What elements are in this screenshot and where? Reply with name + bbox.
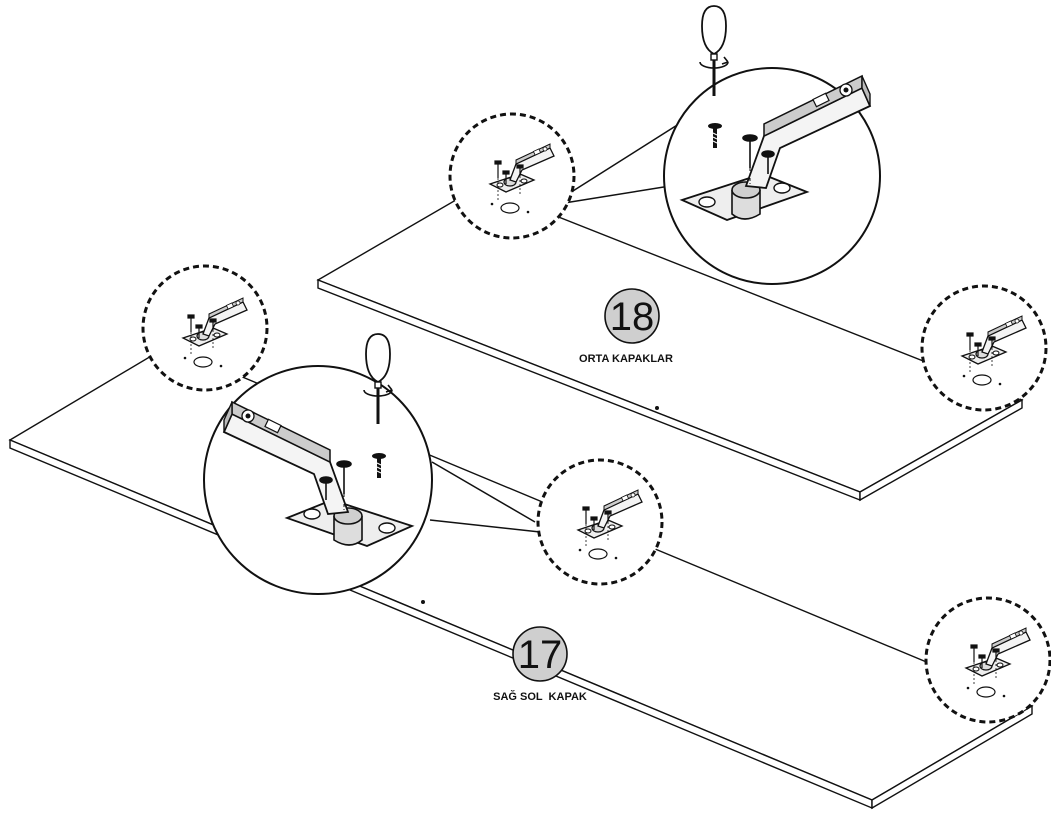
detail-circle-upper bbox=[663, 4, 881, 285]
part-label-17: SAĞ SOL KAPAK bbox=[493, 690, 587, 703]
detail-circle-lower bbox=[203, 332, 433, 595]
part-badge-17: 17 SAĞ SOL KAPAK bbox=[493, 626, 587, 703]
part-label-18: ORTA KAPAKLAR bbox=[579, 353, 673, 365]
hinge-callout-3 bbox=[536, 458, 664, 586]
hinge-callout-1 bbox=[448, 112, 576, 240]
part-number-18: 18 bbox=[610, 295, 655, 339]
callout-lines bbox=[429, 121, 683, 533]
hinge-callout-2 bbox=[141, 264, 269, 392]
part-badge-18: 18 ORTA KAPAKLAR bbox=[579, 288, 673, 365]
part-number-17: 17 bbox=[518, 633, 563, 677]
hinge-callout-4 bbox=[920, 284, 1048, 412]
panel-18 bbox=[316, 185, 1024, 502]
hinge-callout-5 bbox=[924, 596, 1051, 724]
